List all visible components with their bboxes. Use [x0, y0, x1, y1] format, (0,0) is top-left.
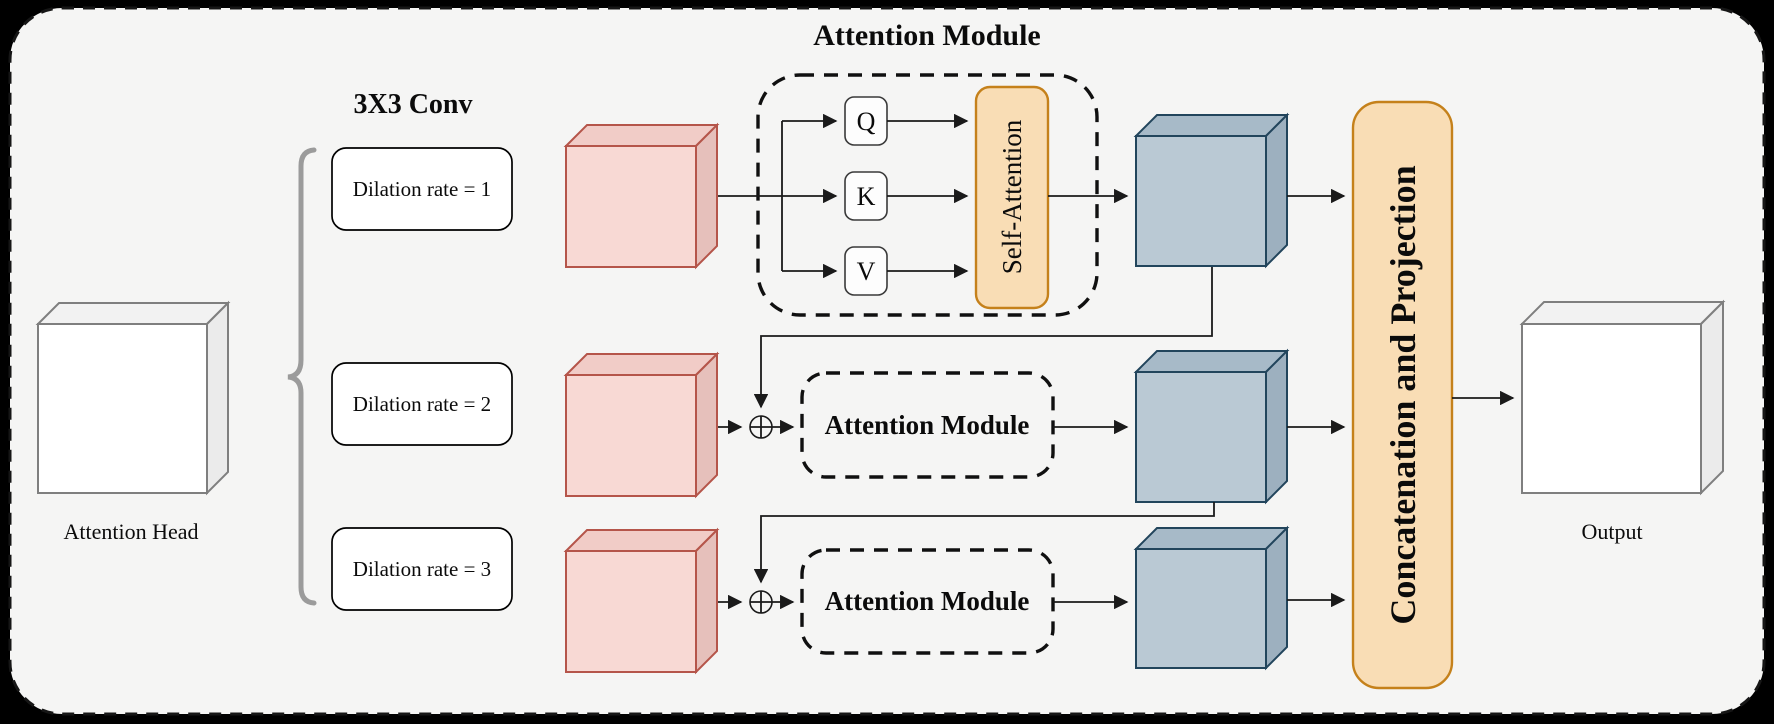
output-cube-row1 [1133, 112, 1290, 269]
dilation-rate-3-box [331, 527, 513, 611]
self-attention-box [974, 85, 1050, 310]
dilation-rate-2-label: Dilation rate = 2 [353, 392, 491, 416]
cube-top-face [1519, 301, 1726, 325]
dilation-rate-1-box [331, 147, 513, 231]
attention-module-row3-label: Attention Module [825, 586, 1030, 616]
attention-module-expanded-box [756, 73, 1099, 317]
attention-head-cube [35, 300, 231, 496]
cube-top-face [1133, 114, 1290, 137]
cube-top-face [563, 529, 720, 552]
attention-module-row2-label: Attention Module [825, 410, 1030, 440]
feature-cube-row3 [563, 527, 720, 675]
cube-right-face [695, 351, 718, 499]
cube-right-face [1265, 348, 1288, 505]
cube-right-face [206, 300, 229, 496]
cube-right-face [1265, 112, 1288, 269]
cube-front-face [1135, 371, 1267, 503]
plus-icon [750, 591, 772, 613]
dilation-rate-2-box [331, 362, 513, 446]
cube-right-face [1265, 525, 1288, 671]
cube-front-face [565, 374, 697, 497]
q-label: Q [857, 107, 876, 136]
cube-front-face [1521, 323, 1702, 494]
add-operator-row3 [749, 590, 773, 614]
dilation-rate-1-label: Dilation rate = 1 [353, 177, 491, 201]
cube-front-face [1135, 135, 1267, 267]
attention-module-title: Attention Module [813, 19, 1041, 52]
cube-right-face [695, 122, 718, 270]
k-label: K [857, 182, 876, 211]
plus-icon [750, 416, 772, 438]
dilation-rate-3-label: Dilation rate = 3 [353, 557, 491, 581]
cube-front-face [37, 323, 208, 494]
wire-skip-row2-to-plus3 [753, 502, 1215, 584]
concatenation-projection-box [1351, 100, 1454, 690]
feature-cube-row1 [563, 122, 720, 270]
brace [287, 147, 317, 606]
output-label: Output [1581, 519, 1642, 544]
wire-skip-row1-to-plus2 [753, 267, 1213, 409]
concatenation-projection-label: Concatenation and Projection [1383, 165, 1423, 624]
cube-top-face [1133, 527, 1290, 550]
add-operator-row2 [749, 415, 773, 439]
cube-right-face [695, 527, 718, 675]
feature-cube-row2 [563, 351, 720, 499]
output-cube-row3 [1133, 525, 1290, 671]
conv-3x3-title: 3X3 Conv [353, 89, 472, 120]
cube-front-face [1135, 548, 1267, 669]
attention-module-row2-box [800, 371, 1055, 479]
cube-top-face [563, 353, 720, 376]
cube-front-face [565, 145, 697, 268]
self-attention-label: Self-Attention [997, 119, 1027, 274]
v-label: V [857, 257, 876, 286]
output-cube [1519, 299, 1726, 496]
cube-top-face [563, 124, 720, 147]
cube-right-face [1700, 299, 1724, 496]
cube-front-face [565, 550, 697, 673]
cube-top-face [35, 302, 231, 325]
cube-top-face [1133, 350, 1290, 373]
output-cube-row2 [1133, 348, 1290, 505]
attention-head-label: Attention Head [63, 519, 198, 544]
